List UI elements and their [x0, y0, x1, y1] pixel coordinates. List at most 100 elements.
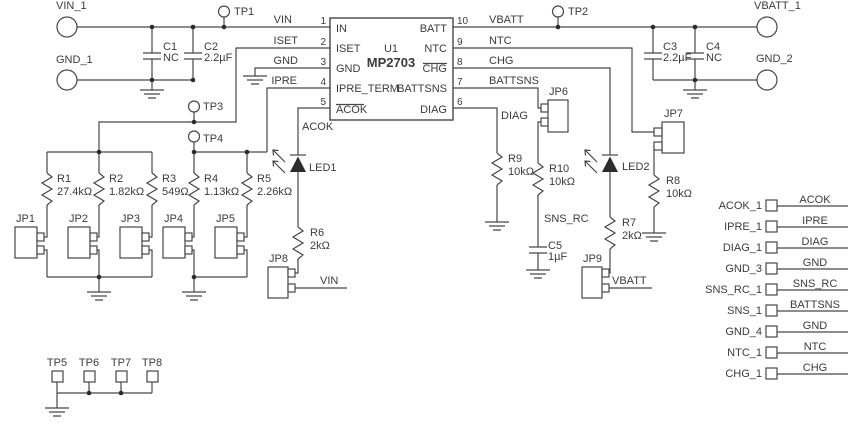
ground-icon: [526, 269, 550, 279]
resistor-r7: R7 2kΩ: [603, 216, 642, 250]
terminal-circle: [756, 69, 778, 91]
testpoint-pad: [115, 370, 128, 383]
resistor-r2: R2 1.82kΩ: [92, 172, 144, 206]
terminal-label: VIN_1: [56, 0, 87, 12]
testpoint-label: TP7: [111, 357, 131, 369]
resistor-value: 1.82kΩ: [109, 186, 144, 198]
jumper-body: [162, 226, 186, 259]
testpoint-circle: [551, 5, 565, 18]
jumper-body: [547, 99, 569, 133]
testpoint-label: TP2: [568, 6, 588, 18]
terminal-vin1: VIN_1: [56, 0, 87, 38]
resistor-r9: R9 10kΩ: [490, 152, 534, 186]
resistor-ref: R8: [666, 175, 680, 187]
ic-pin-name-in: IN: [336, 23, 347, 35]
net-label-battsns: BATTSNS: [489, 75, 539, 87]
wire-tp-row: [56, 382, 153, 408]
wire-ntc: [453, 47, 654, 133]
testpoint-pad: [51, 370, 64, 383]
terminal-gnd2: GND_2: [756, 53, 793, 91]
led-emission-arrows: [272, 149, 286, 174]
testpoint-tp3: TP3: [187, 100, 223, 113]
net-label-jp8-vin: VIN: [320, 275, 338, 287]
resistor-ref: R7: [622, 217, 636, 229]
jumper-pin: [236, 245, 245, 255]
connector-net-label: NTC: [804, 341, 827, 353]
jumper-pin: [653, 127, 663, 137]
connector-row: NTC_1 NTC: [727, 341, 848, 359]
capacitor-value: 2.2µF: [663, 52, 692, 64]
resistor-ref: R1: [57, 173, 71, 185]
capacitor-value: 2.2µF: [204, 52, 233, 64]
connector-row: IPRE_1 IPRE: [724, 215, 848, 233]
connector-row: SNS_RC_1 SNS_RC: [705, 278, 848, 296]
ic-pin-name-ipre-term: IPRE_TERM: [336, 83, 399, 95]
connector-pin-label: IPRE_1: [724, 221, 762, 233]
capacitor-ref: C4: [706, 41, 720, 53]
wire-acok: [297, 107, 330, 155]
capacitor-symbol: [644, 27, 662, 80]
connector-pin-label: SNS_RC_1: [705, 284, 762, 296]
jumper-pin: [89, 232, 98, 242]
ic-pin-name-iset: ISET: [336, 43, 361, 55]
connector-net-label: DIAG: [802, 236, 829, 248]
led-triangle: [602, 156, 618, 172]
resistor-symbol: [490, 152, 504, 186]
jumper-label: JP4: [164, 213, 183, 225]
testpoint-label: TP3: [203, 101, 223, 113]
ic-pin-name-battsns: BATTSNS: [397, 83, 447, 95]
led-led1: LED1: [272, 149, 337, 174]
jumper-jp5: JP5: [214, 213, 245, 259]
net-label-ntc: NTC: [489, 35, 512, 47]
jumper-pin: [287, 268, 296, 278]
terminal-circle: [56, 69, 78, 91]
jumper-pin: [653, 141, 663, 151]
wire-gnd-input: [77, 79, 193, 90]
wire-battsns: [453, 87, 541, 163]
jumper-pin: [89, 245, 98, 255]
testpoint-circle: [217, 5, 231, 18]
led-emission-arrows: [584, 149, 598, 174]
pin-number-4: 4: [320, 77, 326, 88]
net-label-vin: VIN: [274, 14, 292, 26]
connector-pad: [765, 220, 778, 233]
connector-pad: [765, 283, 778, 296]
pin-number-2: 2: [320, 37, 326, 48]
resistor-symbol: [647, 174, 661, 208]
terminal-vbatt1: VBATT_1: [754, 0, 801, 38]
pin-number-1: 1: [320, 16, 326, 27]
junction-dots: [86, 24, 698, 396]
connector-net-label: SNS_RC: [793, 278, 838, 290]
resistor-ref: R9: [508, 153, 522, 165]
jumper-label: JP3: [121, 213, 140, 225]
jumper-jp1: JP1: [14, 213, 45, 259]
capacitor-c3: C3 2.2µF: [644, 27, 692, 80]
resistor-symbol: [145, 172, 159, 206]
resistor-r8: R8 10kΩ: [647, 174, 692, 208]
connector-net-label: GND: [803, 257, 828, 269]
connector-pin-label: CHG_1: [725, 368, 762, 380]
jumper-jp3: JP3: [119, 213, 150, 259]
connector-net-label: ACOK: [799, 194, 831, 206]
ground-symbols: [45, 75, 707, 417]
connector-pad: [765, 367, 778, 380]
connector-row: GND_4 GND: [725, 320, 848, 338]
jumper-pin: [540, 103, 549, 113]
ground-icon: [485, 221, 509, 231]
resistor-r6: R6 2kΩ: [291, 226, 330, 260]
testpoint-label: TP1: [234, 6, 254, 18]
wire-gnd-pin3: [254, 67, 330, 76]
resistor-r10: R10 10kΩ: [531, 162, 575, 196]
capacitor-c2: C2 2.2µF: [184, 27, 233, 80]
ic-refdes: U1: [384, 43, 398, 55]
jumper-label: JP1: [16, 213, 35, 225]
jumper-body: [267, 266, 289, 299]
connector-net-label: BATTSNS: [790, 299, 840, 311]
terminal-label: GND_1: [56, 54, 93, 66]
testpoint-tp2: TP2: [551, 5, 588, 18]
resistor-symbol: [240, 172, 254, 206]
testpoint-circle: [187, 100, 201, 113]
capacitor-ref: C2: [204, 41, 218, 53]
capacitor-symbol: [686, 27, 704, 80]
connector-row: SNS_1 BATTSNS: [727, 299, 848, 317]
